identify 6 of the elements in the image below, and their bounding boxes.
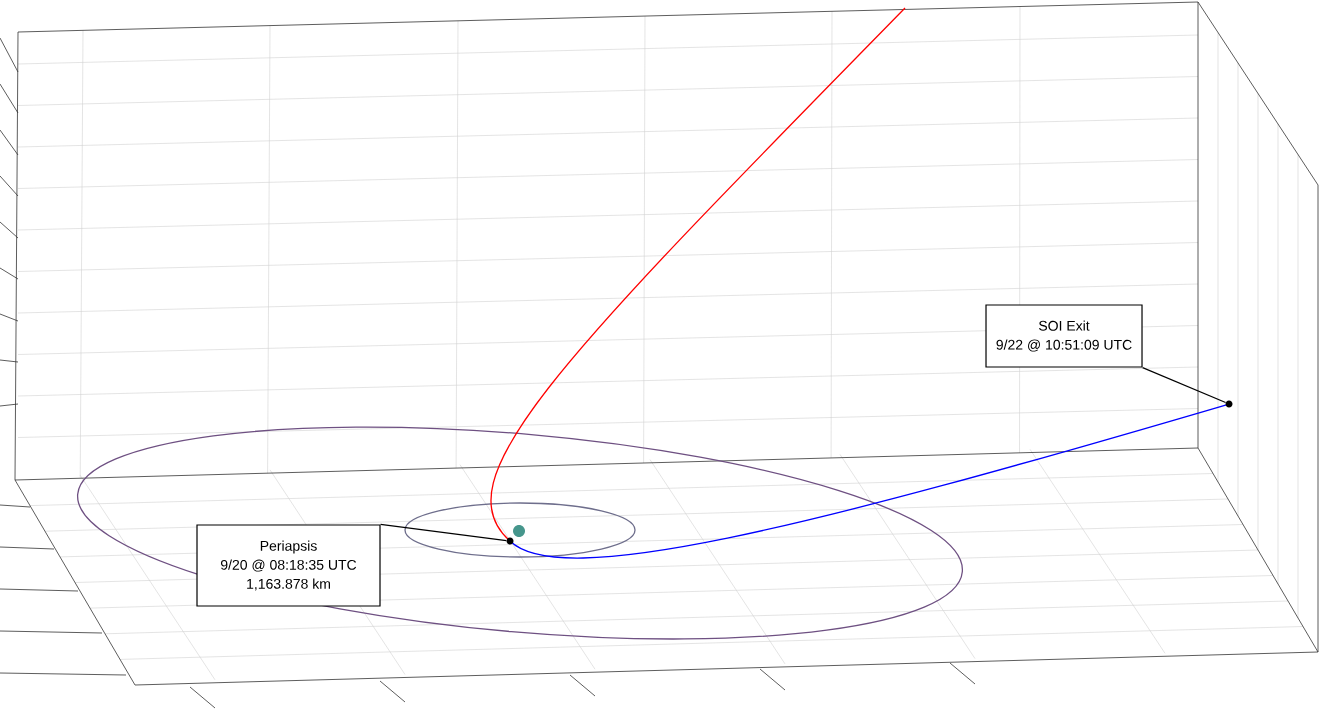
callout-box: SOI Exit 9/22 @ 10:51:09 UTC — [985, 304, 1143, 368]
point-marker — [506, 537, 514, 545]
leader-line — [1142, 367, 1227, 404]
leader-line — [380, 523, 507, 542]
point-marker — [1225, 400, 1233, 408]
callout-box: Periapsis 9/20 @ 08:18:35 UTC 1,163.878 km — [196, 524, 381, 607]
